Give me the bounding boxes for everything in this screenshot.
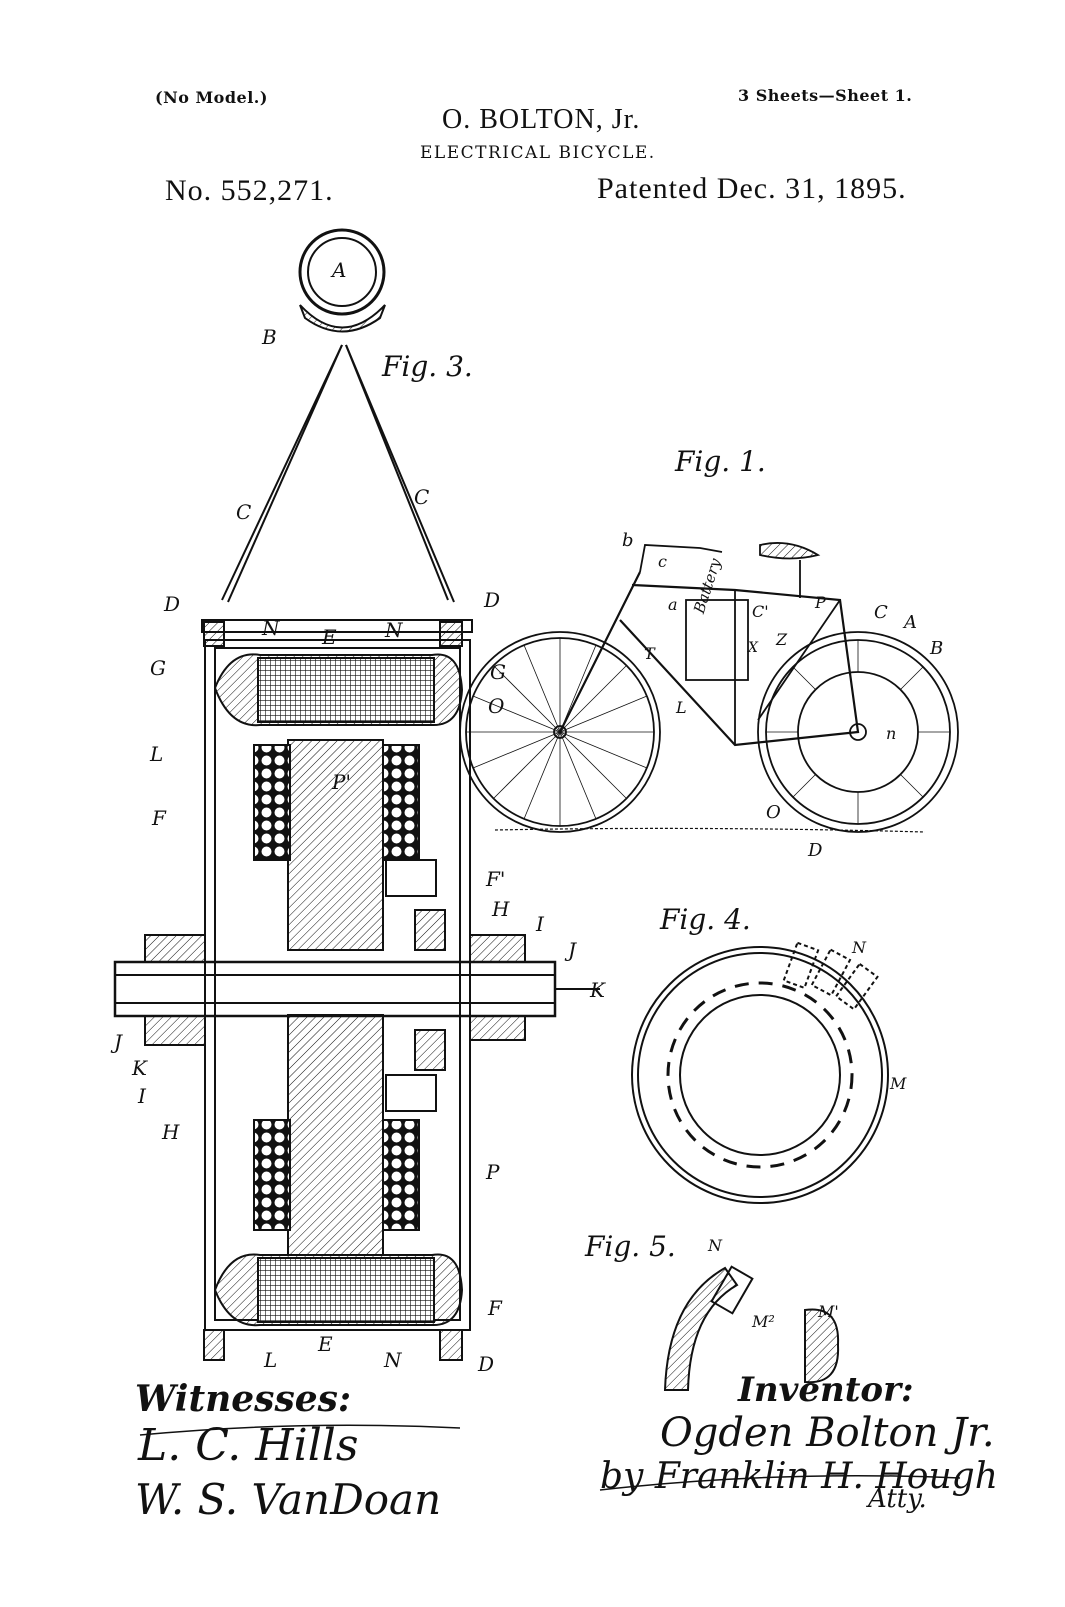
fig1-label: b [622, 530, 634, 551]
figure-4-caption: Fig. 4. [660, 903, 751, 936]
fig3-label: H [162, 1120, 180, 1144]
fig1-label: A [904, 612, 917, 633]
figure-5-segment-detail [663, 1265, 840, 1391]
fig1-label: B [930, 638, 944, 659]
fig3-label: I [536, 912, 544, 936]
fig3-label: E [318, 1332, 333, 1356]
fig1-label: c [658, 552, 667, 571]
fig3-label: L [264, 1348, 278, 1372]
fig3-label: J [114, 1030, 123, 1054]
fig3-label: F [488, 1296, 502, 1320]
fig3-label: C [414, 485, 430, 509]
fig1-label: T [644, 644, 655, 663]
inventor-signature: Ogden Bolton Jr. [660, 1410, 995, 1456]
fig3-label: P' [332, 770, 351, 794]
fig5-label: M² [752, 1312, 775, 1331]
figure-5-caption: Fig. 5. [585, 1230, 676, 1263]
fig1-label: n [886, 724, 897, 743]
fig3-label: G [490, 660, 506, 684]
fig1-label: Z [776, 630, 788, 649]
inventor-heading: Inventor: [738, 1370, 914, 1410]
witnesses-heading: Witnesses: [135, 1378, 352, 1420]
attorney-signature: by Franklin H. Hough [600, 1456, 998, 1497]
fig1-label: O [766, 802, 781, 823]
figure-1-caption: Fig. 1. [675, 445, 766, 478]
fig3-label: F [152, 806, 166, 830]
attorney-suffix: Atty. [868, 1484, 927, 1514]
fig3-label: I [138, 1084, 146, 1108]
witness-signature-1: L. C. Hills [138, 1420, 359, 1471]
figure-4-toothed-ring [631, 941, 889, 1204]
fig3-label: A [332, 258, 347, 282]
signature-underlines [139, 1424, 961, 1491]
figure-1-bicycle [459, 542, 959, 833]
fig3-label: H [492, 897, 510, 921]
sheet-number: 3 Sheets—Sheet 1. [738, 86, 913, 105]
fig3-label: D [478, 1352, 495, 1376]
fig3-label: L [150, 742, 164, 766]
fig1-label: C [874, 602, 888, 623]
fig3-label: O [488, 694, 505, 718]
fig1-label: D [808, 840, 823, 861]
fig3-label: P [486, 1160, 500, 1184]
fig4-label: M [890, 1074, 907, 1093]
figure-3-caption: Fig. 3. [382, 350, 473, 383]
fig3-label: C [236, 500, 252, 524]
fig1-label: C' [752, 602, 769, 621]
fig3-label: N [385, 618, 403, 642]
patent-number: No. 552,271. [165, 174, 334, 207]
fig3-label: N [384, 1348, 402, 1372]
patent-date: Patented Dec. 31, 1895. [597, 172, 907, 205]
invention-title: ELECTRICAL BICYCLE. [420, 143, 656, 163]
fig4-label: N [852, 938, 866, 957]
fig1-label: X [748, 640, 758, 656]
fig3-label: B [262, 325, 277, 349]
fig3-label: F' [486, 867, 506, 891]
fig1-label: L [676, 698, 687, 717]
inventor-name: O. BOLTON, Jr. [442, 104, 641, 135]
fig3-label: K [590, 978, 605, 1002]
fig3-label: K [132, 1056, 147, 1080]
fig3-label: D [484, 588, 501, 612]
figure-3-hub-motor-section [113, 228, 600, 1361]
fig1-label: a [668, 595, 678, 614]
fig3-label: N [262, 616, 280, 640]
no-model-note: (No Model.) [155, 88, 268, 107]
fig3-label: E [322, 625, 337, 649]
fig3-label: G [150, 656, 166, 680]
fig5-label: M' [818, 1302, 839, 1321]
fig3-label: D [164, 592, 181, 616]
fig3-label: J [568, 938, 577, 962]
witness-signature-2: W. S. VanDoan [135, 1475, 442, 1524]
fig1-label: P [815, 593, 826, 612]
fig5-label: N [708, 1236, 722, 1255]
